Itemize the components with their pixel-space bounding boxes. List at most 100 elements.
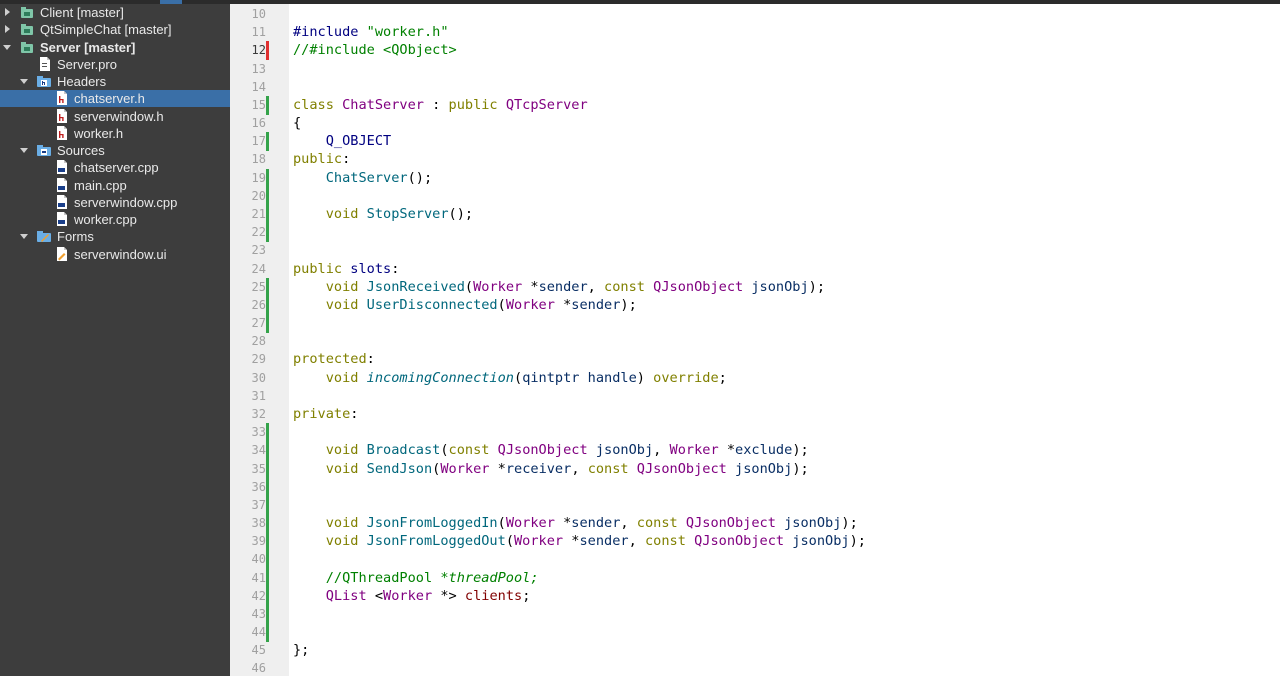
code-token: public xyxy=(293,260,351,277)
code-token: QJsonObject xyxy=(653,278,744,295)
code-line[interactable]: #include "worker.h" xyxy=(293,23,449,41)
tree-item-sources[interactable]: Sources xyxy=(0,142,230,159)
code-line[interactable]: //QThreadPool *threadPool; xyxy=(293,569,539,587)
code-line[interactable]: ChatServer(); xyxy=(293,169,432,187)
code-token: Worker xyxy=(383,587,433,604)
tree-item-server-master-[interactable]: Server [master] xyxy=(0,39,230,56)
code-token: ( xyxy=(464,278,474,295)
code-token: ChatServer xyxy=(325,169,408,186)
chevron-right-icon[interactable] xyxy=(5,8,10,16)
code-token: exclude xyxy=(735,442,793,459)
line-number: 39 xyxy=(251,534,266,549)
tree-item-worker-cpp[interactable]: worker.cpp xyxy=(0,211,230,228)
code-line[interactable]: //#include <QObject> xyxy=(293,41,457,59)
qt-project-icon xyxy=(20,22,34,39)
code-token: , xyxy=(628,533,645,550)
code-token: ( xyxy=(514,369,523,386)
code-line[interactable]: void StopServer(); xyxy=(293,205,473,223)
code-line[interactable]: void incomingConnection(qintptr handle) … xyxy=(293,369,727,387)
code-token: : xyxy=(391,260,400,277)
code-line[interactable]: void JsonFromLoggedOut(Worker *sender, c… xyxy=(293,532,866,550)
tree-item-label: Client [master] xyxy=(40,5,124,20)
line-number: 32 xyxy=(251,406,266,421)
code-token: QJsonObject xyxy=(694,533,785,550)
tree-item-headers[interactable]: Headers xyxy=(0,73,230,90)
code-token xyxy=(727,461,735,477)
code-token: void xyxy=(325,533,367,550)
code-line[interactable]: void SendJson(Worker *receiver, const QJ… xyxy=(293,460,809,478)
code-line[interactable]: public slots: xyxy=(293,260,399,278)
tree-item-qtsimplechat-master-[interactable]: QtSimpleChat [master] xyxy=(0,21,230,38)
code-line[interactable]: QList <Worker *> clients; xyxy=(293,587,531,605)
code-token: * xyxy=(554,296,572,313)
tree-item-worker-h[interactable]: worker.h xyxy=(0,125,230,142)
code-token xyxy=(293,461,326,477)
code-line[interactable]: private: xyxy=(293,405,358,423)
tree-item-label: serverwindow.cpp xyxy=(74,194,178,210)
code-line[interactable]: void UserDisconnected(Worker *sender); xyxy=(293,296,637,314)
code-token: (); xyxy=(407,169,433,186)
code-editor[interactable]: #include "worker.h"//#include <QObject> c… xyxy=(293,4,1280,676)
line-number: 28 xyxy=(251,334,266,349)
code-line[interactable]: }; xyxy=(293,641,309,659)
code-token: //#include <QObject> xyxy=(293,42,457,59)
tree-item-serverwindow-ui[interactable]: serverwindow.ui xyxy=(0,246,230,263)
code-line[interactable]: class ChatServer : public QTcpServer xyxy=(293,96,588,114)
tree-item-serverwindow-cpp[interactable]: serverwindow.cpp xyxy=(0,194,230,211)
tree-item-label: Sources xyxy=(57,143,105,158)
code-token: Broadcast xyxy=(366,442,441,459)
tree-item-label: main.cpp xyxy=(74,177,127,193)
code-token xyxy=(293,297,326,313)
code-line[interactable]: void JsonFromLoggedIn(Worker *sender, co… xyxy=(293,514,858,532)
code-token xyxy=(293,515,326,531)
code-token: StopServer xyxy=(366,205,449,222)
chevron-down-icon[interactable] xyxy=(20,234,28,240)
code-line[interactable]: void Broadcast(const QJsonObject jsonObj… xyxy=(293,441,809,459)
code-line[interactable]: void JsonReceived(Worker *sender, const … xyxy=(293,278,825,296)
tree-item-label: Headers xyxy=(57,74,107,89)
change-marker xyxy=(266,623,269,642)
change-marker xyxy=(266,586,269,606)
chevron-right-icon[interactable] xyxy=(5,25,10,34)
code-token: ) xyxy=(636,369,654,386)
chevron-down-icon[interactable] xyxy=(20,79,28,84)
code-line[interactable]: protected: xyxy=(293,350,375,368)
code-token: < xyxy=(366,587,384,604)
code-token xyxy=(293,533,326,549)
code-token: jsonObj xyxy=(792,533,850,550)
change-marker xyxy=(266,477,269,497)
tree-item-client-master-[interactable]: Client [master] xyxy=(0,4,230,21)
code-token xyxy=(293,370,326,386)
tree-item-serverwindow-h[interactable]: serverwindow.h xyxy=(0,108,230,125)
code-token: void xyxy=(325,442,367,459)
chevron-down-icon[interactable] xyxy=(3,44,11,50)
tree-item-main-cpp[interactable]: main.cpp xyxy=(0,177,230,194)
tree-item-chatserver-cpp[interactable]: chatserver.cpp xyxy=(0,159,230,176)
line-number: 22 xyxy=(251,225,266,240)
code-line[interactable]: public: xyxy=(293,150,350,168)
tree-item-forms[interactable]: Forms xyxy=(0,228,230,245)
line-number: 41 xyxy=(251,570,266,585)
chevron-down-icon[interactable] xyxy=(20,148,28,153)
tree-item-server-pro[interactable]: Server.pro xyxy=(0,56,230,73)
code-token: void xyxy=(325,205,367,222)
code-line[interactable]: Q_OBJECT xyxy=(293,132,391,150)
code-line[interactable]: { xyxy=(293,114,301,132)
code-token: class xyxy=(293,96,343,113)
change-marker xyxy=(266,550,269,570)
line-number: 19 xyxy=(251,170,266,185)
code-token: jsonObj xyxy=(751,278,809,295)
project-tree-panel[interactable]: Client [master]QtSimpleChat [master]Serv… xyxy=(0,4,230,676)
line-number: 34 xyxy=(251,443,266,458)
code-token: { xyxy=(293,115,302,132)
code-token: : xyxy=(350,405,359,422)
tree-item-chatserver-h[interactable]: chatserver.h xyxy=(0,90,230,108)
change-marker xyxy=(266,186,269,206)
line-number: 38 xyxy=(251,516,266,531)
code-token: slots xyxy=(350,260,392,277)
tree-item-label: QtSimpleChat [master] xyxy=(40,22,172,38)
line-number: 23 xyxy=(251,243,266,258)
cpp-file-icon xyxy=(55,194,69,212)
code-token: jsonObj xyxy=(595,442,654,459)
cpp-file-icon xyxy=(55,212,69,229)
